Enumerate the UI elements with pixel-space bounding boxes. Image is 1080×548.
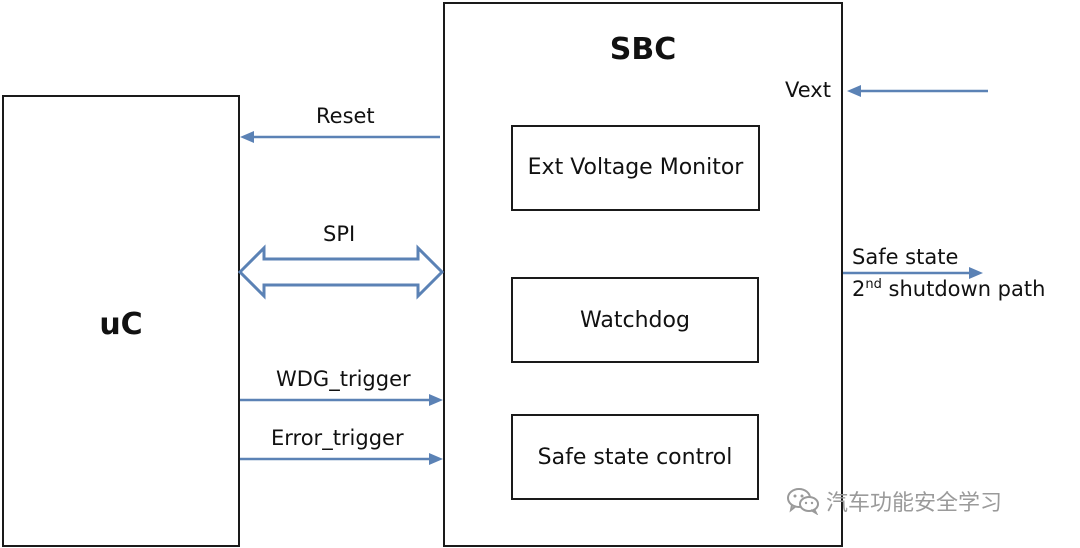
uc-block: uC <box>2 95 240 547</box>
ext-voltage-monitor-label: Ext Voltage Monitor <box>527 155 744 180</box>
ext-voltage-monitor-block: Ext Voltage Monitor <box>511 125 760 211</box>
wdg-trigger-arrow <box>240 394 443 406</box>
reset-label: Reset <box>316 104 375 128</box>
safe-state-control-block: Safe state control <box>511 414 759 500</box>
watermark-text: 汽车功能安全学习 <box>826 491 1003 516</box>
wdg-trigger-label: WDG_trigger <box>276 367 411 391</box>
spi-label: SPI <box>323 222 356 246</box>
error-trigger-arrow <box>240 453 443 465</box>
vext-arrow <box>847 85 988 97</box>
safe-state-label: Safe state <box>852 245 959 269</box>
wechat-icon <box>787 488 819 515</box>
watchdog-label: Watchdog <box>580 308 690 333</box>
vext-label: Vext <box>785 78 831 102</box>
shutdown-path-label: 2nd shutdown path <box>852 277 1045 301</box>
shutdown-suffix: shutdown path <box>881 277 1046 301</box>
spi-arrow <box>237 244 445 300</box>
safe-state-arrow <box>843 267 983 279</box>
safe-state-control-label: Safe state control <box>537 445 733 470</box>
error-trigger-label: Error_trigger <box>271 426 404 450</box>
sbc-label: SBC <box>609 32 677 67</box>
watchdog-block: Watchdog <box>511 277 759 363</box>
shutdown-prefix: 2 <box>852 277 866 301</box>
watermark: 汽车功能安全学习 <box>786 486 1002 516</box>
shutdown-superscript: nd <box>865 277 882 292</box>
uc-label: uC <box>99 307 143 342</box>
reset-arrow <box>240 131 440 143</box>
